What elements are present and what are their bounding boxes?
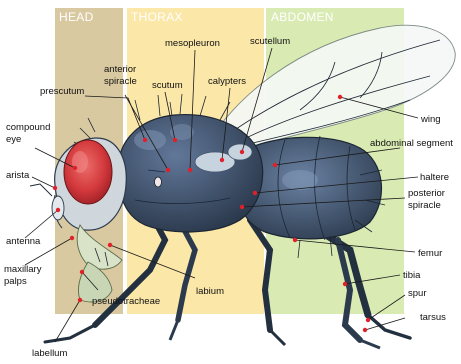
label-prescutum: prescutum [40,86,84,97]
thorax-region-label: THORAX [131,10,183,24]
abdomen-region-label: ABDOMEN [271,10,334,24]
label-labium: labium [196,286,224,297]
label-femur: femur [418,248,442,259]
label-mesopleuron: mesopleuron [165,38,220,49]
label-spur: spur [408,288,426,299]
label-maxillary-palps-line2: palps [4,276,27,287]
label-scutellum: scutellum [250,36,290,47]
label-compound-eye-line2: eye [6,134,21,145]
label-tibia: tibia [403,270,421,281]
label-labellum: labellum [32,348,67,359]
label-calypters: calypters [208,76,246,87]
label-anterior-spiracle-line1: anterior [104,64,136,75]
label-posterior-spiracle-line1: posterior [408,188,445,199]
label-antenna: antenna [6,236,41,247]
label-haltere: haltere [420,172,449,183]
thorax-shape [118,115,263,232]
head-region-label: HEAD [59,10,94,24]
label-compound-eye-line1: compound [6,122,50,133]
label-posterior-spiracle-line2: spiracle [408,200,441,211]
label-wing: wing [420,114,441,125]
label-arista: arista [6,170,30,181]
label-abdominal-segment: abdominal segment [370,138,453,149]
head-shape [30,138,126,230]
label-tarsus: tarsus [420,312,446,323]
label-pseudotracheae: pseudotracheae [92,296,160,307]
label-scutum: scutum [152,80,183,91]
label-maxillary-palps-line1: maxillary [4,264,42,275]
label-anterior-spiracle-line2: spiracle [104,76,137,87]
